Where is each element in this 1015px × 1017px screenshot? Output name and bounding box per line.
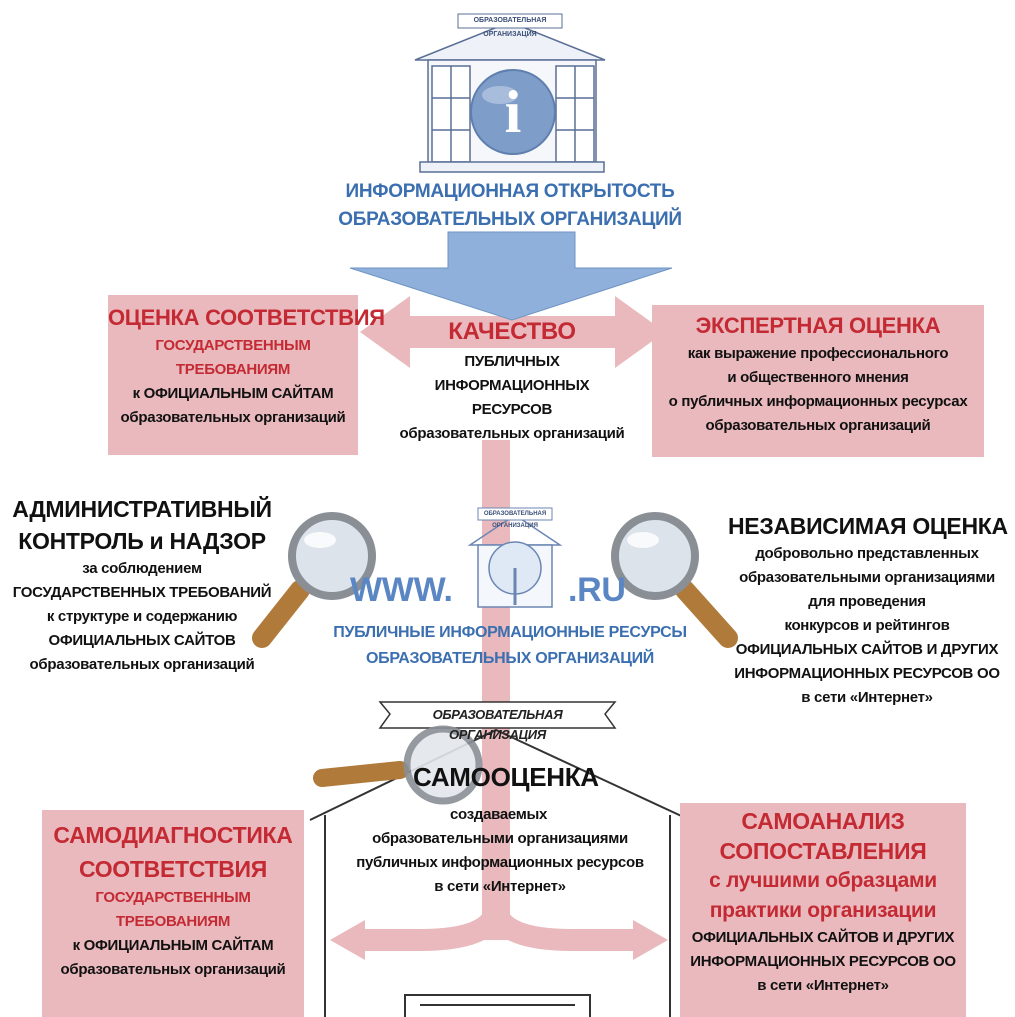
bottom-arrowhead-right: [633, 920, 668, 960]
self-analysis-title1: САМОАНАЛИЗ: [741, 808, 905, 834]
quality-line3: РЕСУРСОВ: [471, 401, 553, 418]
independent-line5: конкурсов и рейтингов: [784, 617, 950, 634]
magnifier-left: [252, 512, 376, 648]
blue-down-arrow: [349, 231, 673, 321]
self-eval-line3: публичных информационных ресурсов: [356, 854, 644, 871]
main-title-line2: ОБРАЗОВАТЕЛЬНЫХ ОРГАНИЗАЦИЙ: [338, 209, 682, 230]
self-diagnostics-line4: ТРЕБОВАНИЯМ: [115, 913, 231, 930]
self-eval-line1: создаваемых: [450, 806, 548, 823]
quality-heading: КАЧЕСТВО: [448, 318, 576, 345]
self-diagnostics-title1: САМОДИАГНОСТИКА: [53, 822, 293, 848]
bottom-curve-arrow-left: [360, 903, 507, 951]
bottom-curve-arrow-right: [485, 903, 640, 951]
quality-line1: ПУБЛИЧНЫХ: [464, 353, 560, 370]
self-analysis-line7: в сети «Интернет»: [757, 977, 889, 994]
self-eval-block: создаваемых образовательными организация…: [340, 803, 660, 899]
vertical-stem: [482, 440, 510, 940]
self-eval-heading: САМООЦЕНКА: [413, 760, 599, 794]
independent-line2: добровольно представленных: [755, 545, 979, 562]
expert-line4: о публичных информационных ресурсах: [668, 393, 968, 410]
self-analysis-box: [680, 803, 966, 1017]
school-house-illustration: [309, 728, 691, 1017]
self-eval-heading-b: ОЦЕНКА: [490, 762, 599, 792]
independent-line4: для проведения: [808, 593, 926, 610]
website-caption-line1: ПУБЛИЧНЫЕ ИНФОРМАЦИОННЫЕ РЕСУРСЫ: [333, 624, 687, 641]
compliance-line2: ГОСУДАРСТВЕННЫМ: [155, 337, 311, 354]
expert-box: [652, 305, 984, 457]
self-diagnostics-title2: СООТВЕТСТВИЯ: [78, 856, 268, 882]
self-diagnostics-text: САМОДИАГНОСТИКА СООТВЕТСТВИЯ ГОСУДАРСТВЕ…: [42, 818, 304, 982]
independent-line8: в сети «Интернет»: [801, 689, 933, 706]
self-eval-line2: образовательными организациями: [372, 830, 628, 847]
magnifier-right: [611, 512, 738, 648]
compliance-line4: к ОФИЦИАЛЬНЫМ САЙТАМ: [132, 385, 334, 402]
website-badge-label: ОБРАЗОВАТЕЛЬНАЯ ОРГАНИЗАЦИЯ: [483, 511, 547, 529]
expert-line3: и общественного мнения: [727, 369, 909, 386]
window-badge-label: ОБРАЗОВАТЕЛЬНАЯ ОРГАНИЗАЦИЯ: [473, 17, 547, 38]
admin-line7: образовательных организаций: [29, 656, 255, 673]
quality-line4: образовательных организаций: [399, 425, 625, 442]
magnifier-bottom: [313, 725, 483, 805]
admin-line6: ОФИЦИАЛЬНЫХ САЙТОВ: [48, 632, 236, 649]
self-diagnostics-line5: к ОФИЦИАЛЬНЫМ САЙТАМ: [72, 937, 274, 954]
www-label: WWW.: [350, 571, 453, 609]
independent-line3: образовательными организациями: [739, 569, 995, 586]
info-icon: i: [504, 79, 522, 145]
quality-block: КАЧЕСТВО ПУБЛИЧНЫХ ИНФОРМАЦИОННЫХ РЕСУРС…: [372, 314, 652, 446]
self-diagnostics-line6: образовательных организаций: [60, 961, 286, 978]
independent-title: НЕЗАВИСИМАЯ ОЦЕНКА: [728, 513, 1008, 539]
bottom-arrowhead-left: [330, 920, 365, 960]
main-title-line1: ИНФОРМАЦИОННАЯ ОТКРЫТОСТЬ: [345, 181, 675, 202]
main-title: ИНФОРМАЦИОННАЯ ОТКРЫТОСТЬ ОБРАЗОВАТЕЛЬНЫ…: [330, 178, 690, 234]
self-diagnostics-box: [42, 810, 304, 1017]
expert-title: ЭКСПЕРТНАЯ ОЦЕНКА: [695, 313, 941, 338]
ru-label: .RU: [568, 571, 626, 609]
compliance-line5: образовательных организаций: [120, 409, 346, 426]
expert-line2: как выражение профессионального: [687, 345, 949, 362]
quality-line2: ИНФОРМАЦИОННЫХ: [434, 377, 590, 394]
compliance-line3: ТРЕБОВАНИЯМ: [175, 361, 291, 378]
self-eval-heading-a: САМО: [413, 762, 491, 792]
self-diagnostics-line3: ГОСУДАРСТВЕННЫМ: [95, 889, 251, 906]
admin-control-block: АДМИНИСТРАТИВНЫЙ КОНТРОЛЬ и НАДЗОР за со…: [6, 493, 278, 677]
self-analysis-line4: практики организации: [709, 899, 937, 922]
admin-line5: к структуре и содержанию: [46, 608, 238, 625]
self-analysis-line6: ИНФОРМАЦИОННЫХ РЕСУРСОВ ОО: [690, 953, 956, 970]
horizontal-double-arrow: [360, 296, 665, 368]
school-banner-label: ОБРАЗОВАТЕЛЬНАЯ ОРГАНИЗАЦИЯ: [432, 707, 563, 742]
self-analysis-line5: ОФИЦИАЛЬНЫХ САЙТОВ И ДРУГИХ: [691, 929, 955, 946]
admin-title-line2: КОНТРОЛЬ и НАДЗОР: [18, 528, 266, 554]
website-caption-line2: ОБРАЗОВАТЕЛЬНЫХ ОРГАНИЗАЦИЙ: [365, 650, 654, 667]
admin-line4: ГОСУДАРСТВЕННЫХ ТРЕБОВАНИЙ: [12, 584, 272, 601]
website-caption: ПУБЛИЧНЫЕ ИНФОРМАЦИОННЫЕ РЕСУРСЫ ОБРАЗОВ…: [330, 620, 690, 672]
independent-line7: ИНФОРМАЦИОННЫХ РЕСУРСОВ ОО: [734, 665, 1000, 682]
independent-line6: ОФИЦИАЛЬНЫХ САЙТОВ И ДРУГИХ: [735, 641, 999, 658]
admin-line3: за соблюдением: [82, 560, 202, 577]
expert-line5: образовательных организаций: [705, 417, 931, 434]
expert-box-text: ЭКСПЕРТНАЯ ОЦЕНКА как выражение професси…: [652, 310, 984, 438]
self-eval-line4: в сети «Интернет»: [434, 878, 566, 895]
compliance-title: ОЦЕНКА СООТВЕТСТВИЯ: [108, 305, 385, 330]
independent-eval-block: НЕЗАВИСИМАЯ ОЦЕНКА добровольно представл…: [728, 510, 1008, 710]
self-analysis-line3: с лучшими образцами: [709, 869, 937, 892]
school-banner: [378, 701, 617, 729]
compliance-box: [108, 295, 358, 455]
self-analysis-text: САМОАНАЛИЗ СОПОСТАВЛЕНИЯ с лучшими образ…: [680, 806, 966, 998]
admin-title-line1: АДМИНИСТРАТИВНЫЙ: [12, 496, 272, 522]
self-analysis-title2: СОПОСТАВЛЕНИЯ: [719, 838, 927, 864]
compliance-box-text: ОЦЕНКА СООТВЕТСТВИЯ ГОСУДАРСТВЕННЫМ ТРЕБ…: [108, 302, 385, 430]
website-house-illustration: [467, 514, 563, 608]
